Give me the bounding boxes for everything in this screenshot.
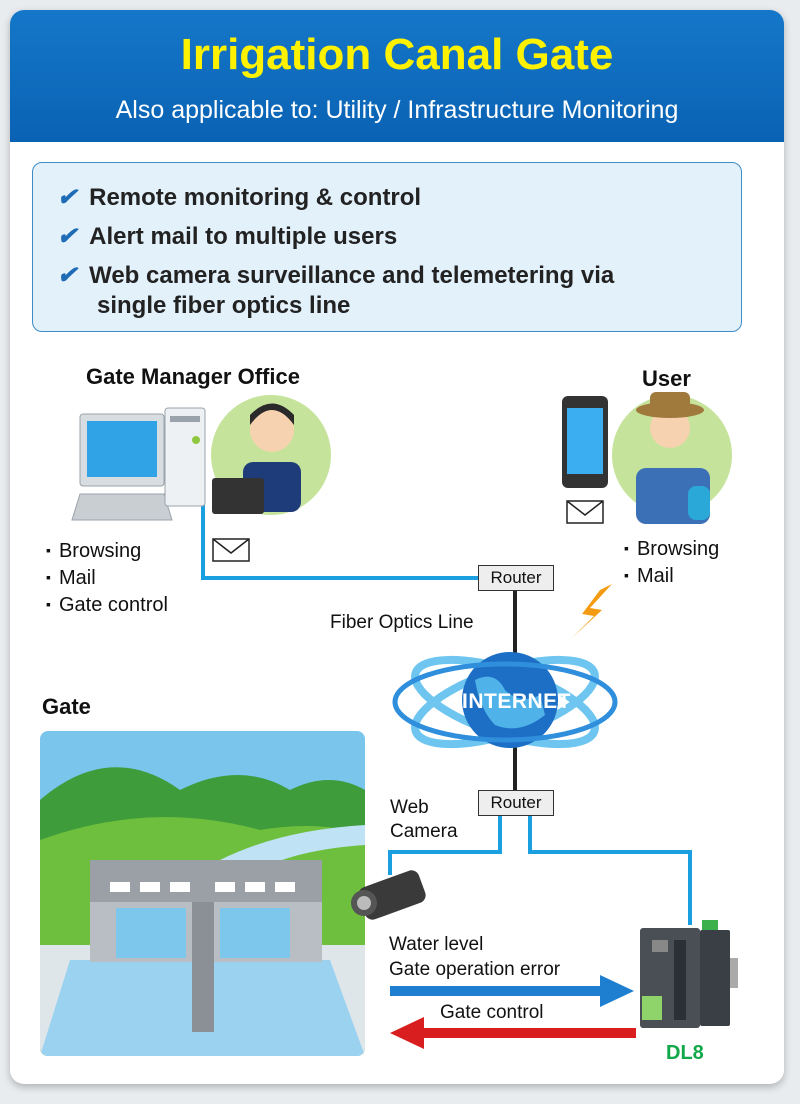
camera-link-line xyxy=(388,814,502,875)
fiber-optics-label: Fiber Optics Line xyxy=(330,612,474,633)
dl8-label: DL8 xyxy=(666,1042,704,1064)
feature-item: ✔Alert mail to multiple users xyxy=(57,223,398,250)
office-link-line xyxy=(201,505,478,580)
feature-item: ✔Web camera surveillance and telemeterin… xyxy=(57,262,615,289)
gate-illustration xyxy=(40,731,365,1056)
internet-globe-icon xyxy=(392,652,618,749)
web-camera-label: Web Camera xyxy=(390,797,458,842)
router-bottom: Router xyxy=(478,790,554,816)
user-capability-item: Browsing xyxy=(624,535,719,562)
control-to-gate-arrow xyxy=(390,1017,636,1049)
page-subtitle: Also applicable to: Utility / Infrastruc… xyxy=(115,96,679,124)
features-box: ✔Remote monitoring & control ✔Alert mail… xyxy=(32,162,742,332)
check-icon: ✔ xyxy=(57,184,78,211)
page-title: Irrigation Canal Gate xyxy=(180,30,614,79)
check-icon: ✔ xyxy=(57,262,78,289)
feature-item-continued: single fiber optics line xyxy=(97,292,351,319)
wireless-signal-icon xyxy=(572,584,612,638)
feature-item: ✔Remote monitoring & control xyxy=(57,184,422,211)
router-top: Router xyxy=(478,565,554,591)
gate-control-label: Gate control xyxy=(440,1002,544,1023)
gate-title: Gate xyxy=(42,694,91,719)
dl8-link-line xyxy=(528,814,692,925)
header-banner: Irrigation Canal Gate Also applicable to… xyxy=(10,10,784,142)
web-camera-icon xyxy=(351,870,426,920)
check-icon: ✔ xyxy=(57,223,78,250)
user-capability-item: Mail xyxy=(624,562,719,589)
office-capability-item: Browsing xyxy=(46,537,168,564)
smartphone-icon xyxy=(562,396,608,488)
mail-icon xyxy=(566,500,604,524)
internet-label: INTERNET xyxy=(462,690,571,713)
office-capabilities: Browsing Mail Gate control xyxy=(46,537,168,618)
desktop-computer-icon xyxy=(71,407,206,521)
office-title: Gate Manager Office xyxy=(86,364,300,389)
mail-icon xyxy=(212,538,250,562)
office-capability-item: Gate control xyxy=(46,591,168,618)
monitoring-signals-label: Water level Gate operation error xyxy=(389,934,561,980)
office-capability-item: Mail xyxy=(46,564,168,591)
farmer-avatar xyxy=(612,392,732,524)
data-to-dl8-arrow xyxy=(390,975,634,1007)
office-worker-avatar xyxy=(211,395,331,515)
dl8-device-icon xyxy=(640,920,738,1028)
user-title: User xyxy=(642,366,691,391)
user-capabilities: Browsing Mail xyxy=(624,535,719,589)
